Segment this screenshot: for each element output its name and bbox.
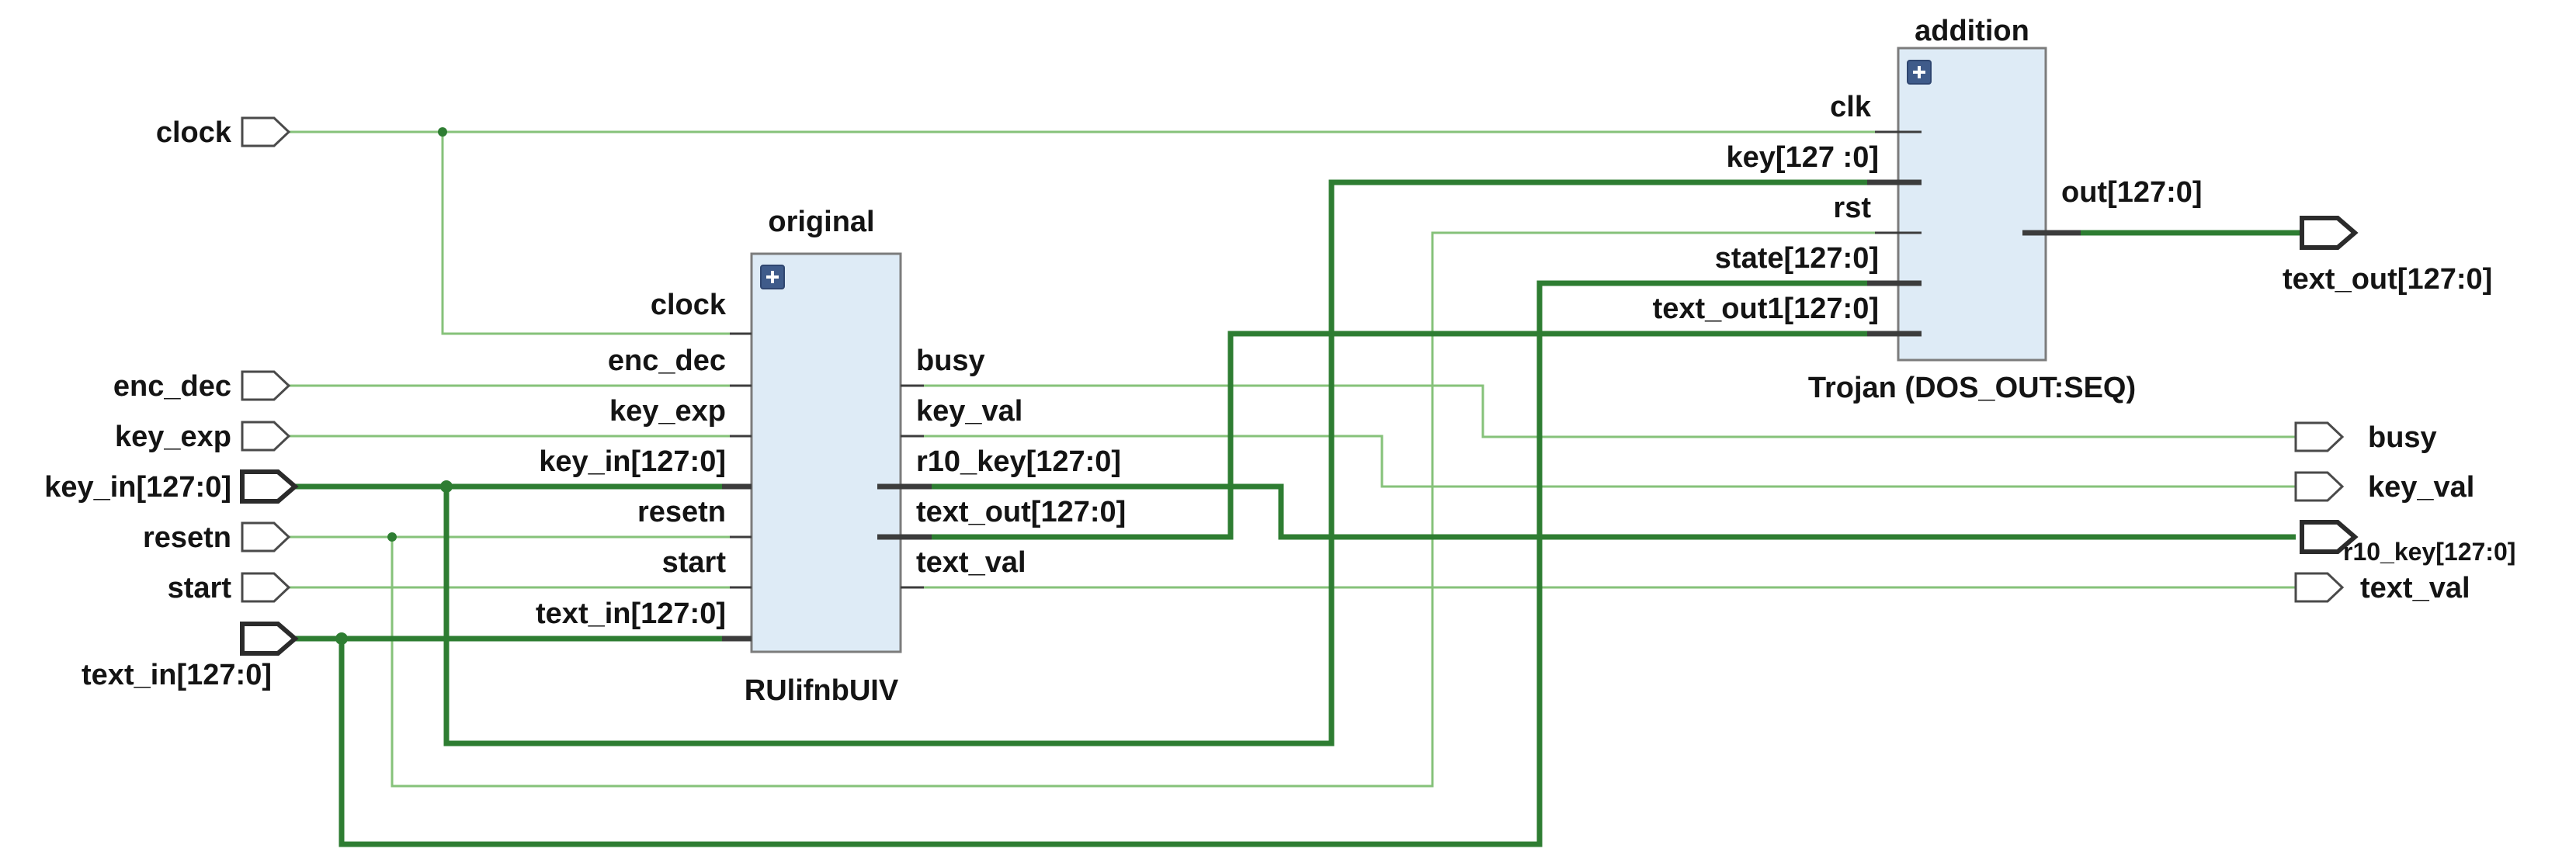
pin-label: state[127:0]	[1715, 242, 1879, 275]
port-arrow-icon	[2294, 572, 2345, 603]
input-port-start[interactable]: start	[168, 572, 291, 604]
port-arrow-icon	[241, 572, 291, 603]
port-arrow-icon	[241, 421, 291, 452]
port-label: clock	[156, 116, 232, 149]
port-arrow-icon	[241, 370, 291, 401]
port-label: text_val	[2360, 572, 2470, 604]
pin-label: key_val	[916, 395, 1022, 428]
port-label: resetn	[143, 521, 231, 554]
output-port-r10-key[interactable]: r10_key[127:0]	[2300, 520, 2515, 566]
pin-label: text_out[127:0]	[916, 496, 1126, 528]
net-text-in-bus[interactable]	[295, 280, 1922, 847]
net-key-val[interactable]	[901, 435, 2296, 488]
pin-label: enc_dec	[608, 345, 726, 377]
pin-label: out[127:0]	[2061, 176, 2203, 209]
output-port-busy[interactable]: busy	[2294, 421, 2437, 454]
port-label: busy	[2368, 421, 2437, 454]
pin-label: rst	[1833, 192, 1871, 224]
block-module-label: RUlifnbUIV	[745, 674, 899, 707]
block-instance-label: original	[768, 206, 874, 238]
net-junction	[387, 532, 397, 542]
net-junction	[440, 480, 453, 493]
port-arrow-icon	[241, 521, 291, 552]
net-busy[interactable]	[901, 384, 2296, 438]
input-port-group: clock enc_dec key_exp key_in[127:0] rese…	[44, 116, 299, 691]
port-label: key_in[127:0]	[44, 471, 231, 504]
block-addition[interactable]: addition Trojan (DOS_OUT:SEQ) clk key[12…	[1653, 15, 2203, 404]
net-text-out-bus[interactable]	[901, 331, 1922, 540]
port-arrow-icon	[2294, 421, 2345, 452]
port-arrow-icon	[240, 469, 299, 504]
pin-label: clk	[1830, 91, 1872, 123]
expand-button[interactable]	[760, 265, 785, 289]
output-port-group: text_out[127:0] busy key_val r10_key[127…	[2283, 216, 2515, 604]
net-resetn[interactable]	[289, 231, 1922, 788]
input-port-resetn[interactable]: resetn	[143, 521, 291, 554]
pin-label: text_in[127:0]	[536, 597, 726, 630]
output-port-text-out[interactable]: text_out[127:0]	[2283, 216, 2492, 296]
net-r10-key-bus[interactable]	[901, 483, 2296, 540]
port-label: text_out[127:0]	[2283, 263, 2492, 296]
port-arrow-icon	[240, 622, 299, 656]
pin-label: key[127 :0]	[1727, 141, 1879, 174]
port-label: start	[168, 572, 232, 604]
block-module-label: Trojan (DOS_OUT:SEQ)	[1808, 372, 2136, 404]
port-arrow-icon	[2294, 471, 2345, 502]
block-body[interactable]	[1897, 47, 2047, 362]
output-port-key-val[interactable]: key_val	[2294, 471, 2474, 504]
port-label: key_val	[2368, 471, 2474, 504]
block-instance-label: addition	[1915, 15, 2029, 47]
input-port-enc-dec[interactable]: enc_dec	[113, 370, 291, 403]
block-body[interactable]	[750, 252, 902, 653]
port-label: r10_key[127:0]	[2343, 538, 2515, 566]
net-clock[interactable]	[289, 130, 1922, 335]
pin-label: text_val	[916, 546, 1026, 579]
block-original[interactable]: original RUlifnbUIV clock enc_dec key_ex…	[536, 206, 1126, 707]
net-junction	[438, 127, 447, 137]
pin-label: start	[662, 546, 727, 579]
pin-label: key_in[127:0]	[539, 445, 726, 478]
input-port-key-exp[interactable]: key_exp	[115, 421, 291, 453]
pin-label: r10_key[127:0]	[916, 445, 1121, 478]
port-label: key_exp	[115, 421, 231, 453]
port-label: enc_dec	[113, 370, 231, 403]
net-group	[289, 127, 2302, 847]
pin-label: key_exp	[609, 395, 726, 428]
port-arrow-icon	[241, 116, 291, 147]
pin-label: busy	[916, 345, 985, 377]
net-junction	[335, 632, 348, 645]
input-port-key-in[interactable]: key_in[127:0]	[44, 469, 299, 504]
pin-label: resetn	[637, 496, 726, 528]
pin-label: clock	[651, 289, 727, 321]
output-port-text-val[interactable]: text_val	[2294, 572, 2470, 604]
input-port-clock[interactable]: clock	[156, 116, 291, 149]
port-label: text_in[127:0]	[82, 659, 272, 691]
input-port-text-in[interactable]: text_in[127:0]	[82, 622, 299, 691]
port-arrow-icon	[2300, 216, 2359, 250]
pin-label: text_out1[127:0]	[1653, 293, 1879, 325]
expand-button[interactable]	[1907, 60, 1932, 85]
net-key-in-bus[interactable]	[295, 179, 1922, 746]
port-arrow-icon	[2300, 520, 2359, 554]
